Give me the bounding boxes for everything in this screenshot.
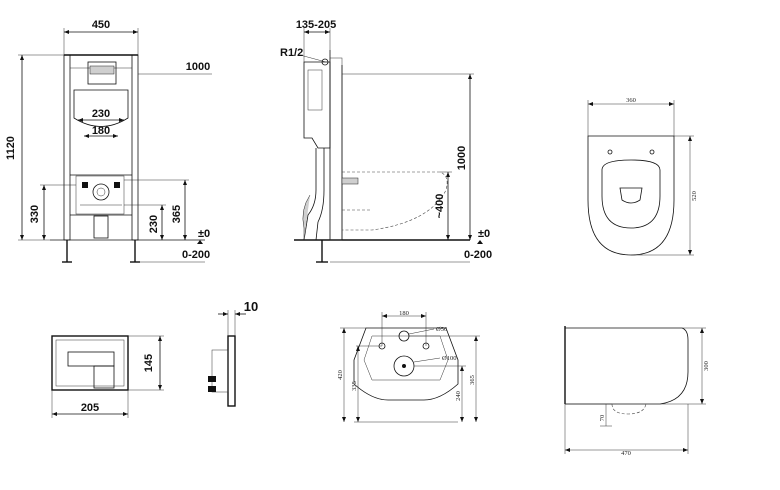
bowl-top-view: 360 520 bbox=[587, 97, 698, 256]
flush-plate-outline bbox=[51, 335, 129, 391]
dim-height-1000-side: 1000 bbox=[456, 146, 468, 170]
dim-back-180: 180 bbox=[399, 310, 409, 317]
dim-back-240: 240 bbox=[455, 391, 462, 401]
bowl-side-outline bbox=[565, 327, 689, 405]
flush-plate-view: 205 145 bbox=[51, 335, 164, 418]
drain-pipe bbox=[93, 215, 109, 239]
dim-depth-135-205: 135-205 bbox=[296, 19, 336, 31]
bowl-outline bbox=[342, 171, 448, 231]
bowl-back-view: 180 Ø56 Ø100 420 335 240 365 bbox=[337, 310, 480, 423]
flush-button-small bbox=[67, 351, 115, 367]
dim-height-230: 230 bbox=[148, 215, 160, 233]
flush-plate-side-view: 10 bbox=[208, 299, 258, 407]
cistern-section bbox=[303, 61, 331, 149]
wc-bracket bbox=[75, 175, 125, 215]
dim-back-365: 365 bbox=[469, 375, 476, 385]
dim-plate-width-205: 205 bbox=[81, 402, 99, 414]
bowl-back-outline bbox=[353, 327, 459, 401]
dim-width-230: 230 bbox=[92, 108, 110, 120]
flush-plate-opening bbox=[87, 61, 117, 85]
dim-height-365: 365 bbox=[171, 205, 183, 223]
floor-range-label: 0-200 bbox=[182, 249, 210, 261]
dim-outlet-70: 70 bbox=[599, 415, 606, 422]
dim-plate-thickness-10: 10 bbox=[244, 299, 258, 314]
frame-right-post bbox=[131, 54, 139, 241]
plate-side-profile bbox=[227, 335, 236, 407]
dim-hole-100: Ø100 bbox=[442, 355, 456, 362]
dim-plate-height-145: 145 bbox=[143, 354, 155, 372]
zero-level-label: ±0 bbox=[198, 228, 210, 240]
thread-size-label: R1/2 bbox=[280, 47, 303, 59]
dim-hole-56: Ø56 bbox=[436, 326, 448, 333]
dim-height-330: 330 bbox=[29, 205, 41, 223]
dim-bowl-depth-470: 470 bbox=[621, 450, 631, 457]
dim-height-1120: 1120 bbox=[5, 136, 17, 160]
dim-bowl-height-300: 300 bbox=[703, 361, 710, 371]
dim-bowl-width-360: 360 bbox=[626, 97, 636, 104]
dim-back-335: 335 bbox=[351, 381, 358, 391]
bowl-side-view: 300 70 470 bbox=[564, 326, 710, 457]
dim-width-180: 180 bbox=[92, 125, 110, 137]
dim-height-400: ~400 bbox=[434, 194, 446, 219]
dim-height-1000: 1000 bbox=[186, 61, 210, 73]
floor-range-label-side: 0-200 bbox=[464, 249, 492, 261]
cistern-outline bbox=[73, 89, 129, 127]
dim-back-420: 420 bbox=[337, 370, 344, 380]
dim-width-450: 450 bbox=[92, 19, 110, 31]
flush-button-large bbox=[93, 365, 115, 389]
side-view: 135-205 R1/2 1000 ~400 ±0 0-200 bbox=[280, 19, 492, 263]
dim-bowl-depth-520: 520 bbox=[691, 191, 698, 201]
zero-level-label-side: ±0 bbox=[478, 228, 490, 240]
front-view: 450 1120 1000 230 180 330 230 bbox=[5, 19, 212, 263]
bowl-top-outline bbox=[587, 135, 675, 256]
frame-left-post bbox=[63, 54, 71, 241]
